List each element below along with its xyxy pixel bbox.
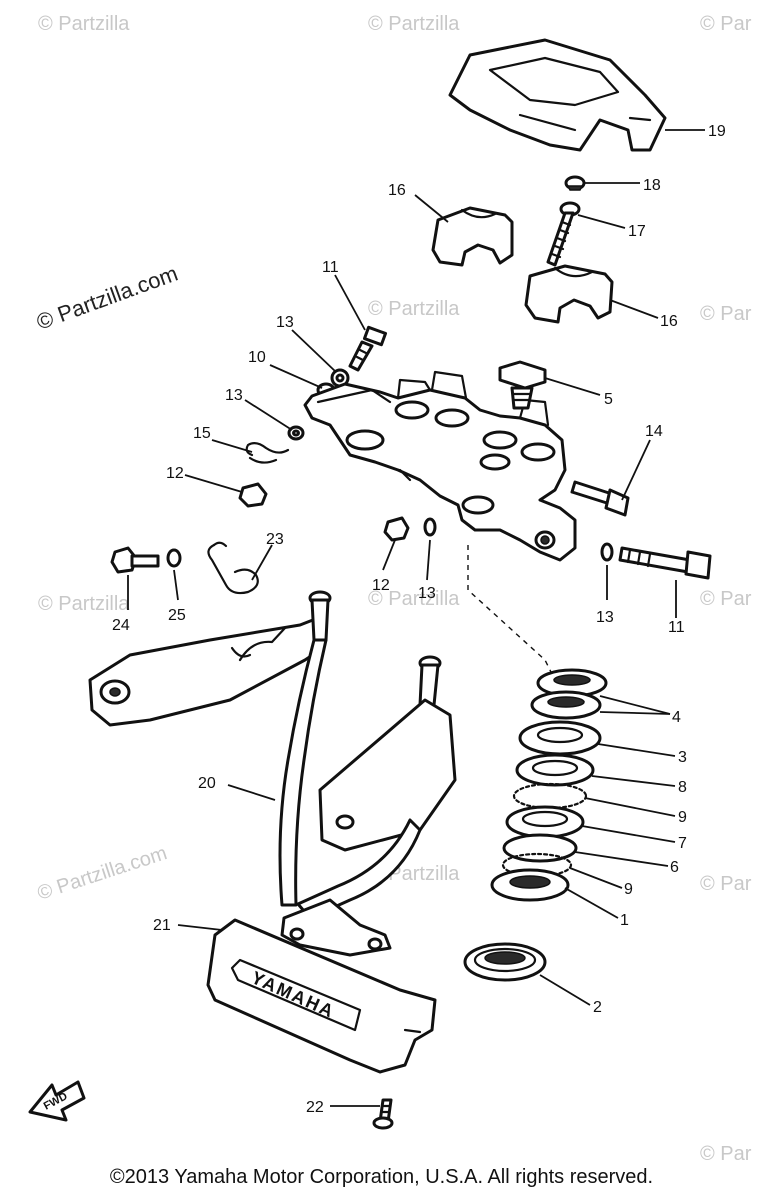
- watermark: © Par: [700, 13, 752, 35]
- callout-9: 9: [678, 809, 687, 826]
- callout-14: 14: [645, 423, 663, 440]
- part-1-ball-race: [490, 868, 570, 902]
- callout-6: 6: [670, 859, 679, 876]
- part-8-ball-race: [515, 753, 595, 787]
- callout-3: 3: [678, 749, 687, 766]
- watermark: © Partzilla: [368, 588, 460, 610]
- callout-16: 16: [388, 182, 406, 199]
- part-11-bolt-lower: [618, 546, 712, 580]
- callout-12: 12: [372, 577, 390, 594]
- part-20-headlight-stay: [88, 590, 457, 957]
- part-13-washer: [600, 542, 614, 562]
- part-2-dust-seal: [463, 942, 547, 982]
- watermark: © Par: [700, 1143, 752, 1165]
- part-17-bolt: [546, 201, 581, 267]
- watermark: © Par: [700, 588, 752, 610]
- part-7-ball-race: [505, 805, 585, 839]
- watermark-dark: © Partzilla.com: [33, 261, 181, 335]
- copyright-notice: ©2013 Yamaha Motor Corporation, U.S.A. A…: [109, 1166, 654, 1188]
- part-13-washer: [423, 517, 437, 537]
- callout-11: 11: [668, 619, 685, 636]
- callout-2: 2: [593, 999, 602, 1016]
- callout-22: 22: [306, 1099, 324, 1116]
- fwd-arrow-icon: FWD: [28, 1080, 86, 1122]
- watermark: © Partzilla: [368, 13, 460, 35]
- callout-25: 25: [168, 607, 186, 624]
- callout-12: 12: [166, 465, 184, 482]
- part-21-emblem-bracket: YAMAHA: [206, 918, 437, 1074]
- part-15-clip: [245, 441, 290, 464]
- callout-17: 17: [628, 223, 646, 240]
- watermark: © Partzilla.com: [35, 842, 170, 905]
- watermark: © Partzilla: [368, 298, 460, 320]
- part-12-cap-nut: [383, 516, 410, 542]
- callout-11: 11: [322, 259, 339, 276]
- part-25-washer: [166, 548, 182, 568]
- callout-8: 8: [678, 779, 687, 796]
- callout-18: 18: [643, 177, 661, 194]
- callout-5: 5: [604, 391, 613, 408]
- watermark: © Partzilla: [38, 13, 130, 35]
- watermark: © Par: [700, 303, 752, 325]
- callout-1: 1: [620, 912, 629, 929]
- part-4-ring-nut: [530, 668, 608, 720]
- callout-15: 15: [193, 425, 211, 442]
- callout-21: 21: [153, 917, 171, 934]
- part-5-steering-stem-bolt: [498, 360, 547, 410]
- part-16-lower-handlebar-holder: [524, 264, 614, 324]
- watermark: © Par: [700, 873, 752, 895]
- part-22-screw: [372, 1098, 394, 1130]
- watermark: © Partzilla: [38, 593, 130, 615]
- callout-7: 7: [678, 835, 687, 852]
- part-13-washer: [287, 425, 305, 441]
- part-14-bolt: [570, 480, 630, 517]
- callout-4: 4: [672, 709, 681, 726]
- steering-axis-line: [467, 545, 561, 691]
- part-24-bolt: [110, 546, 160, 574]
- callout-23: 23: [266, 531, 284, 548]
- callout-13: 13: [225, 387, 243, 404]
- leader-lines: [127, 129, 705, 1107]
- callout-16: 16: [660, 313, 678, 330]
- callout-13: 13: [596, 609, 614, 626]
- steering-upper-bracket: [303, 370, 577, 562]
- callout-19: 19: [708, 123, 726, 140]
- part-16-upper-handlebar-holder: [431, 206, 514, 267]
- part-11-bolt-upper: [348, 325, 388, 372]
- callout-13: 13: [276, 314, 294, 331]
- part-23-wire-clip: [207, 541, 259, 595]
- callout-24: 24: [112, 617, 130, 634]
- part-3-cover: [518, 720, 602, 756]
- bearing-stack: [490, 668, 608, 902]
- part-12-cap-nut: [238, 482, 268, 508]
- part-19-handle-crown-cover: [448, 38, 667, 152]
- callout-20: 20: [198, 775, 216, 792]
- part-9-ball: [512, 782, 588, 810]
- callout-9: 9: [624, 881, 633, 898]
- part-18-cap: [564, 175, 586, 191]
- callout-10: 10: [248, 349, 266, 366]
- callout-labels: 19 18 17 16 16 11 13 10 13 15 12 5 14 23…: [112, 123, 726, 1116]
- callout-13: 13: [418, 585, 436, 602]
